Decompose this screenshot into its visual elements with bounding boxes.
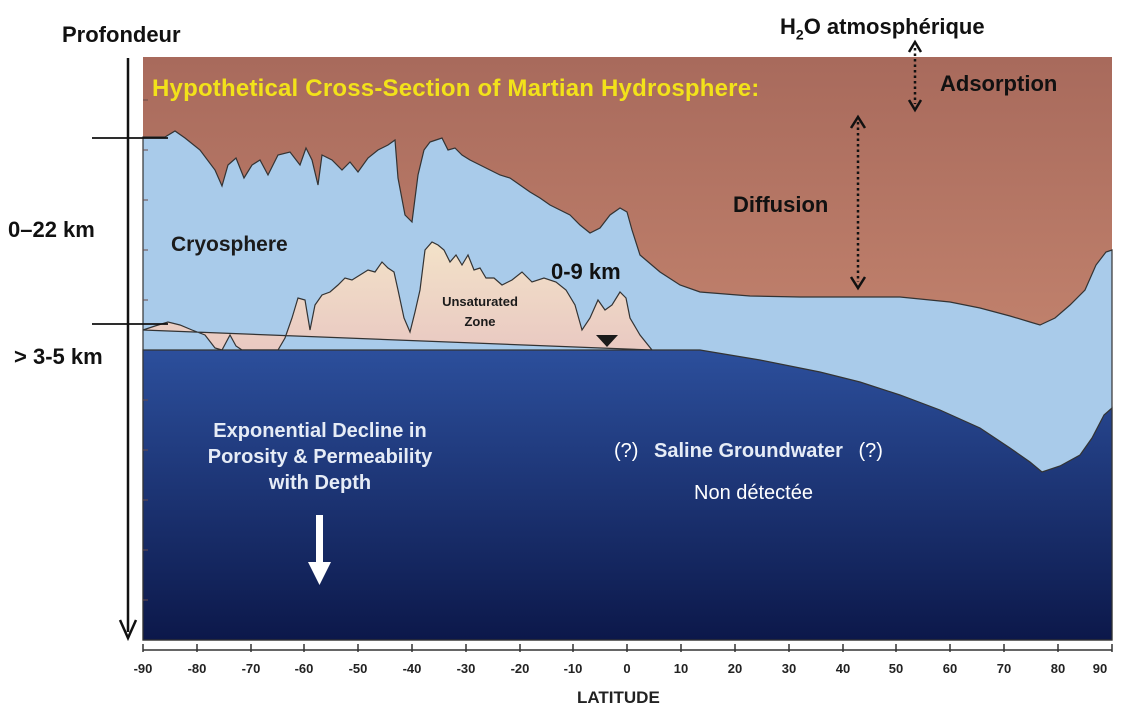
depth-range-1-label: 0–22 km [8, 217, 95, 242]
x-tick-label: 10 [673, 661, 689, 676]
x-tick-label: -60 [294, 661, 314, 676]
x-tick-label: -50 [348, 661, 368, 676]
x-tick-label: -30 [456, 661, 476, 676]
groundwater-region [142, 349, 1113, 641]
x-tick-label: -90 [133, 661, 153, 676]
depth-axis-label: Profondeur [62, 22, 181, 47]
x-tick-label: 60 [942, 661, 958, 676]
x-tick-label: 90 [1092, 661, 1108, 676]
x-tick-label: 80 [1050, 661, 1066, 676]
atmospheric-water-label: H2O atmosphérique [780, 14, 985, 42]
x-axis-title: LATITUDE [577, 688, 660, 707]
x-tick-label: 40 [835, 661, 851, 676]
x-tick-label: 20 [727, 661, 743, 676]
x-tick-label: -20 [510, 661, 530, 676]
atmospheric-water-subscript: 2 [795, 26, 804, 43]
decline-line3: with Depth [268, 472, 372, 494]
x-tick-label: -40 [402, 661, 422, 676]
x-axis-ticks [142, 644, 1113, 652]
decline-line2: Porosity & Permeability [207, 446, 433, 468]
x-tick-label: 70 [996, 661, 1012, 676]
x-tick-label: -70 [241, 661, 261, 676]
not-detected-label: Non détectée [694, 482, 813, 504]
x-tick-label: 30 [781, 661, 797, 676]
adsorption-label: Adsorption [940, 71, 1058, 96]
decline-line1: Exponential Decline in [213, 420, 427, 442]
x-tick-label: -10 [563, 661, 583, 676]
depth-decline-arrow [308, 515, 331, 585]
x-tick-label: -80 [187, 661, 207, 676]
local-depth-label: 0-9 km [551, 259, 621, 284]
groundwater-label: (?) Saline Groundwater (?) [614, 440, 883, 463]
diffusion-label: Diffusion [733, 192, 829, 217]
unsaturated-zone-line1: Unsaturated [442, 294, 518, 309]
atmospheric-water-prefix: H [780, 14, 796, 39]
cryosphere-label: Cryosphere [171, 233, 288, 256]
x-tick-label: 50 [888, 661, 904, 676]
decline-label: Exponential Decline in Porosity & Permea… [190, 418, 450, 496]
unsaturated-zone-line2: Zone [464, 314, 496, 329]
groundwater-question-right: (?) [858, 440, 883, 462]
groundwater-question-left: (?) [614, 440, 639, 462]
atmospheric-water-suffix: O atmosphérique [803, 14, 985, 39]
unsaturated-zone-label: Unsaturated Zone [425, 292, 535, 332]
x-tick-label: 0 [623, 661, 631, 676]
panel-depth-ticks [143, 99, 148, 601]
depth-axis-arrowhead [118, 619, 138, 642]
depth-range-2-label: > 3-5 km [14, 344, 103, 369]
adsorption-arrow [907, 39, 923, 113]
panel-title: Hypothetical Cross-Section of Martian Hy… [152, 75, 760, 102]
diffusion-arrow [849, 114, 867, 291]
water-table-marker [596, 335, 618, 347]
groundwater-text: Saline Groundwater [654, 440, 843, 462]
